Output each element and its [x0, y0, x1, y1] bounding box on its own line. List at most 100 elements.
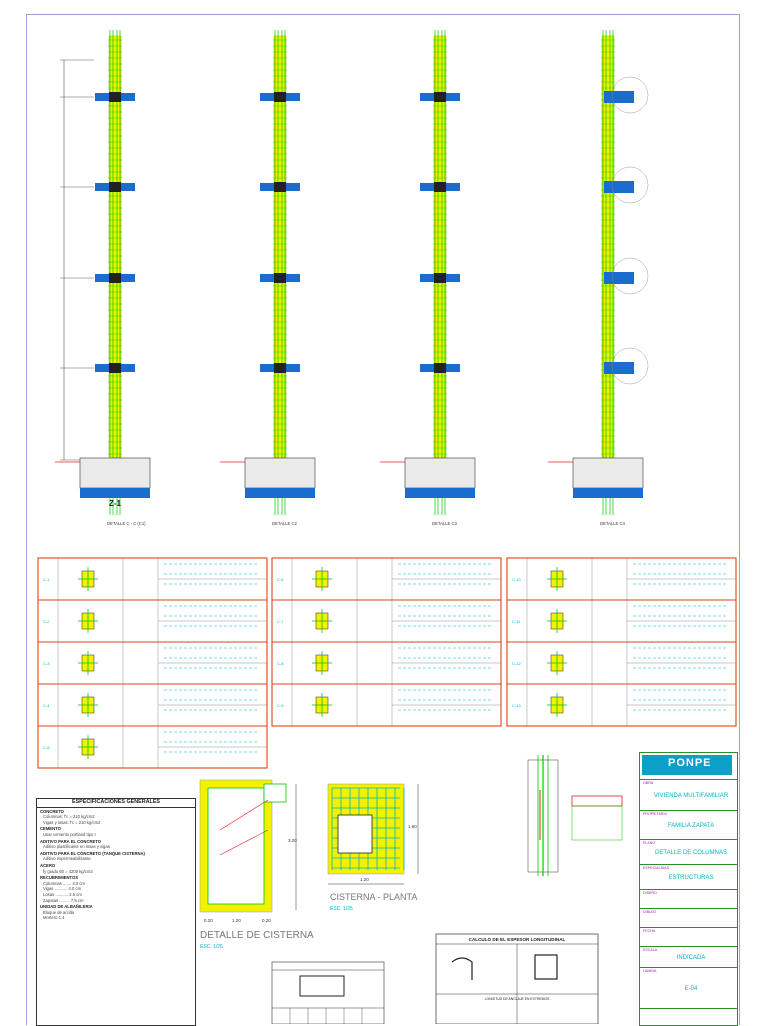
footing	[244, 457, 316, 489]
footing	[572, 457, 644, 489]
slab-joint	[274, 182, 286, 192]
spec-line: Columnas: f'c = 210 kg/cm2	[43, 814, 95, 820]
column-id: C-3	[43, 661, 50, 666]
title-block-label: FECHA	[643, 929, 656, 933]
spec-line: Zapatas ......... 7.5 cm	[43, 897, 84, 903]
hook-sketch	[451, 957, 473, 980]
column-id: C-2	[43, 619, 50, 624]
dimension-text: 1.60	[408, 824, 417, 829]
spec-section-heading: ADITIVO PARA EL CONCRETO	[40, 838, 102, 844]
slab-joint	[109, 182, 121, 192]
dimension-text: 3.20	[288, 838, 297, 843]
slab-joint	[434, 182, 446, 192]
title-block-row: ESCALA INDICADA	[640, 947, 737, 968]
elevation-label: DETALLE C4	[600, 521, 625, 526]
footing-base	[80, 488, 150, 498]
title-block-label: ESCALA	[643, 948, 658, 952]
beam-section	[604, 91, 634, 103]
slab-joint	[434, 92, 446, 102]
column-id: C-5	[43, 745, 50, 750]
title-block-label: DISEÑO	[643, 891, 657, 895]
title-block-label: ESPECIALIDAD	[643, 866, 670, 870]
title-block-value: INDICADA	[676, 955, 706, 961]
reinforcement-schedule	[271, 961, 385, 1024]
cistern-inner	[207, 787, 265, 905]
cistern-plan-scale: ESC. 1/25	[330, 906, 353, 912]
dimension-text: 1.20	[232, 918, 241, 923]
cistern-plan-title: CISTERNA - PLANTA	[330, 892, 417, 902]
title-block-label: DIBUJO	[643, 910, 657, 914]
beam-section	[604, 181, 634, 193]
anchorage-title: CALCULO DE EL ESPESOR LONGITUDINAL	[469, 937, 566, 942]
footing-label: Z-1	[109, 499, 122, 508]
dimension-text: 1.20	[360, 877, 369, 882]
column-id: C-7	[277, 619, 284, 624]
title-block-label: OBRA	[643, 781, 654, 785]
cistern-access	[263, 783, 287, 803]
plan-opening	[337, 814, 373, 854]
spec-line: Usar cemento portland tipo I	[43, 831, 96, 837]
footing-base	[405, 488, 475, 498]
slab-joint	[434, 363, 446, 373]
column-id: C-12	[512, 661, 521, 666]
cistern-detail-scale: ESC. 1/25	[200, 944, 223, 950]
title-block-value: DETALLE DE COLUMNAS	[655, 850, 727, 856]
column-id: C-4	[43, 703, 50, 708]
detail-callout	[611, 76, 649, 114]
column-id: C-13	[512, 703, 521, 708]
left-table: C-1C-2C-3C-4C-5	[37, 557, 268, 769]
footing-base	[245, 488, 315, 498]
elevation-label: DETALLE C3	[432, 521, 457, 526]
title-block-label: PROPIETARIO	[643, 812, 668, 816]
spec-line: fy grado 60 = 4200 kg/cm2	[43, 868, 93, 874]
anchorage-frame	[435, 933, 599, 1024]
slab-joint	[274, 363, 286, 373]
slab-joint	[274, 273, 286, 283]
column-id: C-1	[43, 577, 50, 582]
spec-section-heading: ADITIVO PARA EL CONCRETO (TANQUE CISTERN…	[40, 850, 145, 856]
spec-line: Aditivo plastificante en losas y vigas	[43, 844, 110, 850]
logo-text: PONPE	[668, 757, 712, 769]
anchorage-table: CALCULO DE EL ESPESOR LONGITUDINAL LONGIT…	[435, 933, 599, 1024]
detail-callout	[611, 166, 649, 204]
column-elevation-3: DETALLE C3	[380, 30, 476, 526]
detail-callout	[611, 257, 649, 295]
column-id: C-9	[277, 703, 284, 708]
slab-joint	[434, 273, 446, 283]
column-elevation-2: DETALLE C2	[220, 30, 316, 526]
title-block-row: DISEÑO	[640, 890, 737, 909]
spec-line: Vigas y losas: f'c = 210 kg/cm2	[43, 819, 101, 825]
slab-joint	[109, 92, 121, 102]
column-elevation-4: DETALLE C4	[548, 30, 649, 526]
schedule-frame	[271, 961, 385, 1024]
slab-joint	[274, 92, 286, 102]
spec-line: Losas ........... 2.5 cm	[43, 891, 82, 897]
title-block-label: LAMINA	[643, 969, 657, 973]
spec-title: ESPECIFICACIONES GENERALES	[37, 799, 195, 808]
title-block-logo-row: PONPE	[640, 753, 737, 780]
column-id: C-6	[277, 577, 284, 582]
spec-line: Bloque de arcilla	[43, 909, 74, 915]
column-id: C-11	[512, 619, 521, 624]
dimension-text: 0.20	[204, 918, 213, 923]
spec-line: Mortero 1:4	[43, 915, 65, 921]
lap-table	[571, 805, 623, 841]
detail-callout	[611, 347, 649, 385]
column-id: C-10	[512, 577, 521, 582]
leader-line	[219, 829, 269, 856]
spec-line: Columnas ....... 4.0 cm	[43, 880, 85, 886]
lap-table-header	[571, 795, 623, 807]
right-table: C-10C-11C-12C-13	[506, 557, 737, 727]
anchorage-subtitle: LONGITUD DE ANCLAJE EN EXTREMOS	[485, 997, 551, 1001]
spec-section-heading: RECUBRIMIENTOS	[40, 875, 79, 881]
